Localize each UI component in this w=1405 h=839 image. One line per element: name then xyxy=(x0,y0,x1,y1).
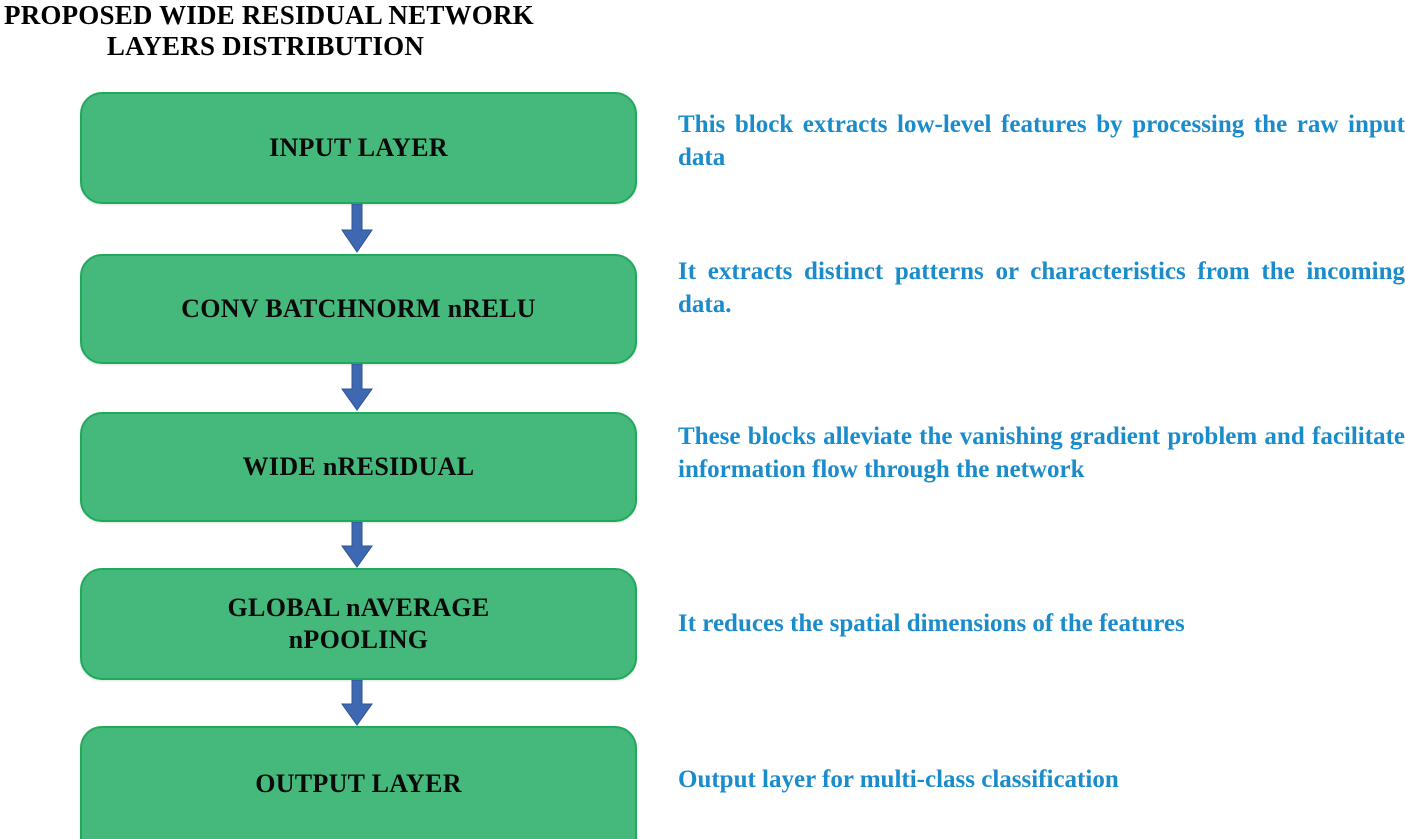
flow-node-label: GLOBAL nAVERAGE nPOOLING xyxy=(227,593,490,654)
flow-node-output-layer[interactable]: OUTPUT LAYER xyxy=(80,726,637,839)
node-description-input-layer: This block extracts low-level features b… xyxy=(678,111,1405,171)
node-description-conv-batchnorm-relu: It extracts distinct patterns or charact… xyxy=(678,258,1405,318)
flow-node-label: INPUT LAYER xyxy=(269,133,448,162)
flow-node-label: WIDE nRESIDUAL xyxy=(242,452,475,481)
node-description-output-layer: Output layer for multi-class classificat… xyxy=(678,766,1119,793)
flow-node-conv-batchnorm-relu[interactable]: CONV BATCHNORM nRELU xyxy=(80,254,637,364)
flow-node-wide-residual[interactable]: WIDE nRESIDUAL xyxy=(80,412,637,522)
arrow-down-icon-3 xyxy=(336,522,378,569)
node-description-global-average-pooling: It reduces the spatial dimensions of the… xyxy=(678,610,1185,637)
arrow-down-icon-4 xyxy=(336,680,378,727)
arrow-down-icon-2 xyxy=(336,364,378,412)
arrow-down-icon-1 xyxy=(336,204,378,254)
node-description-wide-residual: These blocks alleviate the vanishing gra… xyxy=(678,423,1405,483)
diagram-title: PROPOSED WIDE RESIDUAL NETWORK LAYERS DI… xyxy=(4,0,649,62)
flow-node-label: CONV BATCHNORM nRELU xyxy=(181,294,536,323)
flow-node-global-average-pooling[interactable]: GLOBAL nAVERAGE nPOOLING xyxy=(80,568,637,680)
diagram-title-line-2: LAYERS DISTRIBUTION xyxy=(106,31,425,61)
flow-node-label: OUTPUT LAYER xyxy=(255,768,462,798)
diagram-title-line-1: PROPOSED WIDE RESIDUAL NETWORK xyxy=(4,0,534,30)
flow-node-input-layer[interactable]: INPUT LAYER xyxy=(80,92,637,204)
